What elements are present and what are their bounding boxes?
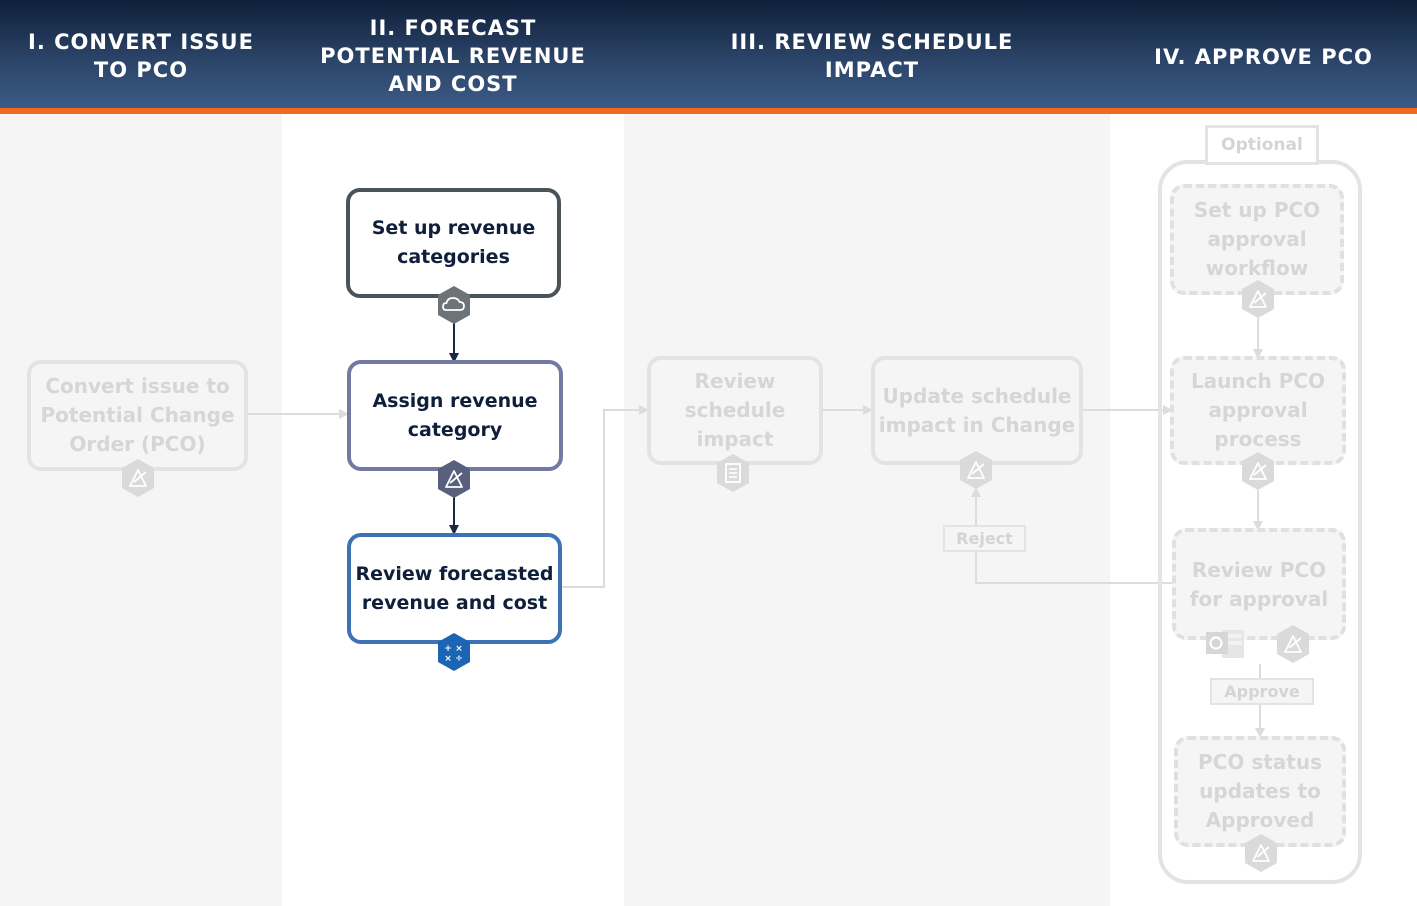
- node-label: Convert issue to Potential Change Order …: [40, 374, 235, 456]
- node-launch-pco-process[interactable]: Launch PCO approval process: [1170, 356, 1346, 465]
- node-label: Set up PCO approval workflow: [1193, 198, 1321, 280]
- node-update-schedule-impact[interactable]: Update schedule impact in Change: [871, 356, 1083, 465]
- approve-label: Approve: [1210, 678, 1314, 705]
- svg-text:×: ×: [455, 644, 463, 654]
- change-icon: [1245, 834, 1277, 872]
- optional-label: Optional: [1205, 125, 1319, 165]
- connector-reject-to-update: [971, 487, 1172, 584]
- lane-review-schedule: [624, 114, 1110, 906]
- change-icon: [1277, 625, 1309, 663]
- document-icon: [717, 454, 749, 492]
- node-label: Review schedule impact: [684, 369, 786, 451]
- node-label: Review forecasted revenue and cost: [355, 562, 554, 614]
- node-label: Assign revenue category: [372, 389, 538, 441]
- change-icon: [122, 459, 154, 497]
- calculator-icon: + × × ÷: [438, 633, 470, 671]
- node-label: Review PCO for approval: [1189, 558, 1329, 611]
- node-label: Update schedule impact in Change: [878, 383, 1076, 437]
- svg-text:+: +: [444, 644, 452, 654]
- node-pco-approved[interactable]: PCO status updates to Approved: [1174, 736, 1346, 847]
- node-review-pco-approval[interactable]: Review PCO for approval: [1172, 528, 1346, 640]
- node-assign-revenue-category[interactable]: Assign revenue category: [347, 360, 563, 471]
- outlook-icon: [1206, 630, 1244, 658]
- svg-text:÷: ÷: [455, 654, 463, 664]
- connector-forecast-to-schedule: [561, 405, 649, 588]
- phase-title-2: II. FORECAST POTENTIAL REVENUE AND COST: [320, 16, 586, 96]
- node-label: Launch PCO approval process: [1190, 369, 1326, 451]
- node-convert-issue[interactable]: Convert issue to Potential Change Order …: [27, 360, 248, 471]
- reject-label: Reject: [943, 525, 1026, 552]
- phase-title-3: III. REVIEW SCHEDULE IMPACT: [730, 30, 1014, 82]
- node-label: Set up revenue categories: [371, 217, 536, 268]
- change-icon: [1242, 452, 1274, 490]
- change-icon: [438, 460, 470, 498]
- phase-title-1: I. CONVERT ISSUE TO PCO: [28, 30, 254, 82]
- phase-header: [0, 0, 1417, 108]
- svg-text:×: ×: [444, 654, 452, 664]
- change-icon: [1242, 280, 1274, 318]
- node-review-forecasted-revenue[interactable]: Review forecasted revenue and cost: [347, 533, 562, 644]
- lane-convert-issue: [0, 114, 282, 906]
- change-icon: [960, 451, 992, 489]
- node-setup-revenue-categories[interactable]: Set up revenue categories: [346, 188, 561, 298]
- node-review-schedule-impact[interactable]: Review schedule impact: [647, 356, 823, 465]
- header-accent-bar: [0, 108, 1417, 114]
- node-label: PCO status updates to Approved: [1198, 750, 1322, 832]
- cloud-icon: [438, 286, 470, 324]
- phase-title-4: IV. APPROVE PCO: [1154, 45, 1373, 69]
